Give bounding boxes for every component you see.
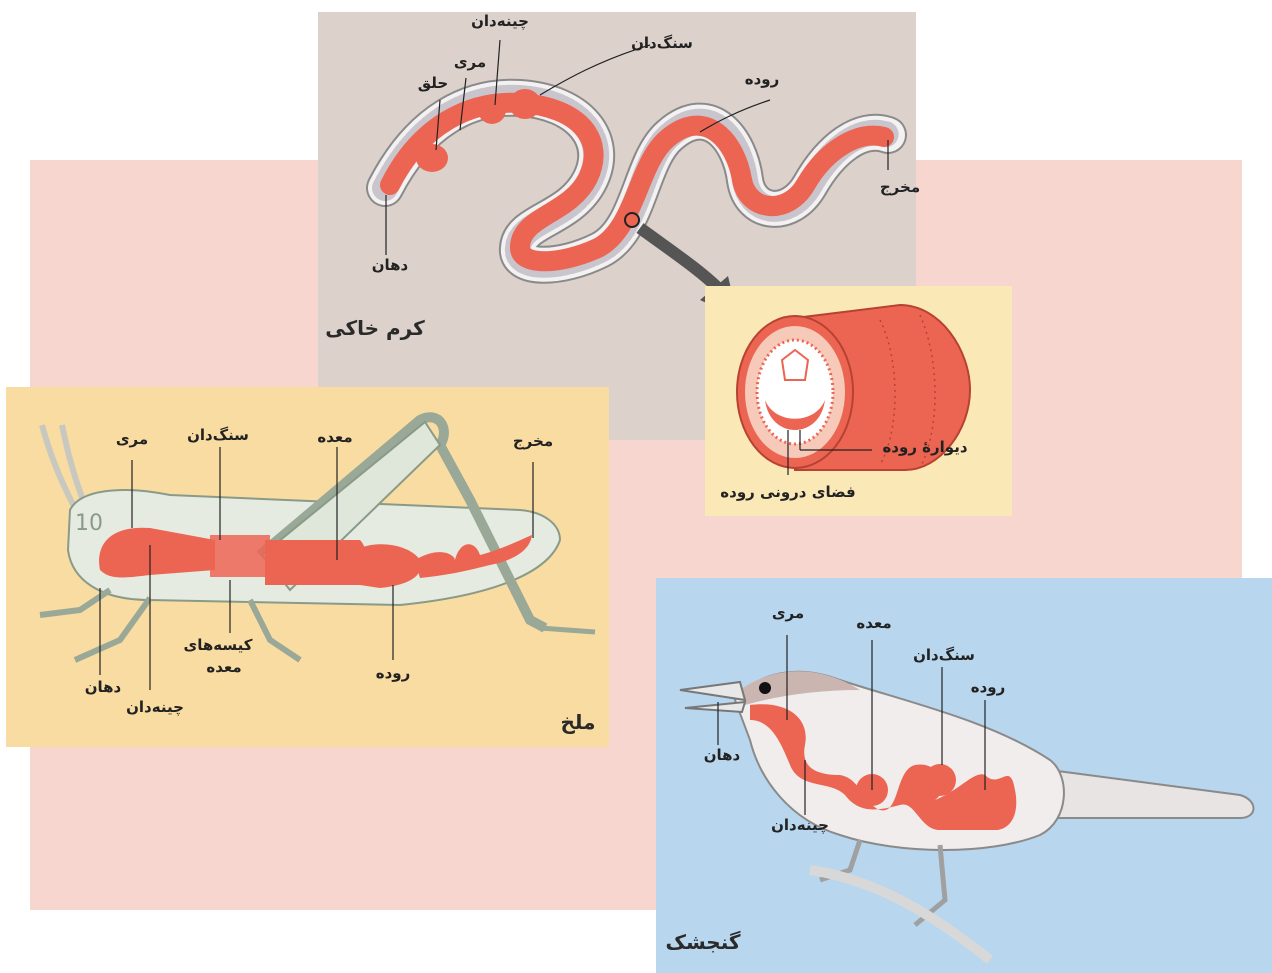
- grasshopper-label-caeca-2: معده: [206, 660, 241, 675]
- sparrow-label-intestine: روده: [971, 680, 1006, 695]
- worm-label-anus: مخرج: [880, 180, 920, 195]
- sparrow-label-gizzard: سنگ‌دان: [913, 648, 975, 663]
- sparrow-label-crop: چینه‌دان: [771, 818, 829, 833]
- worm-label-intestine: روده: [745, 72, 780, 87]
- grasshopper-label-stomach: معده: [317, 430, 352, 445]
- worm-label-mouth: دهان: [372, 258, 409, 273]
- worm-label-esophagus: مری: [454, 55, 486, 70]
- grasshopper-title: ملخ: [561, 712, 596, 732]
- sparrow-label-stomach: معده: [856, 616, 891, 631]
- worm-title: کرم خاکی: [325, 318, 424, 338]
- worm-label-crop: چینه‌دان: [471, 14, 529, 29]
- svg-text:10: 10: [75, 511, 103, 536]
- sparrow-title: گنجشک: [665, 932, 740, 952]
- grasshopper-label-esophagus: مری: [116, 432, 148, 447]
- worm-label-pharynx: حلق: [418, 76, 448, 91]
- cross-label-wall: دیوارهٔ روده: [882, 440, 967, 455]
- grasshopper-label-anus: مخرج: [513, 434, 553, 449]
- sparrow-label-mouth: دهان: [704, 748, 741, 763]
- grasshopper-label-gizzard: سنگ‌دان: [187, 428, 249, 443]
- grasshopper-label-caeca-1: کیسه‌های: [184, 638, 253, 653]
- grasshopper-label-mouth: دهان: [85, 680, 122, 695]
- grasshopper-label-intestine: روده: [376, 666, 411, 681]
- cross-label-lumen: فضای درونی روده: [720, 485, 855, 500]
- sparrow-label-esophagus: مری: [772, 606, 804, 621]
- grasshopper-label-crop: چینه‌دان: [126, 700, 184, 715]
- worm-label-gizzard: سنگ‌دان: [631, 36, 693, 51]
